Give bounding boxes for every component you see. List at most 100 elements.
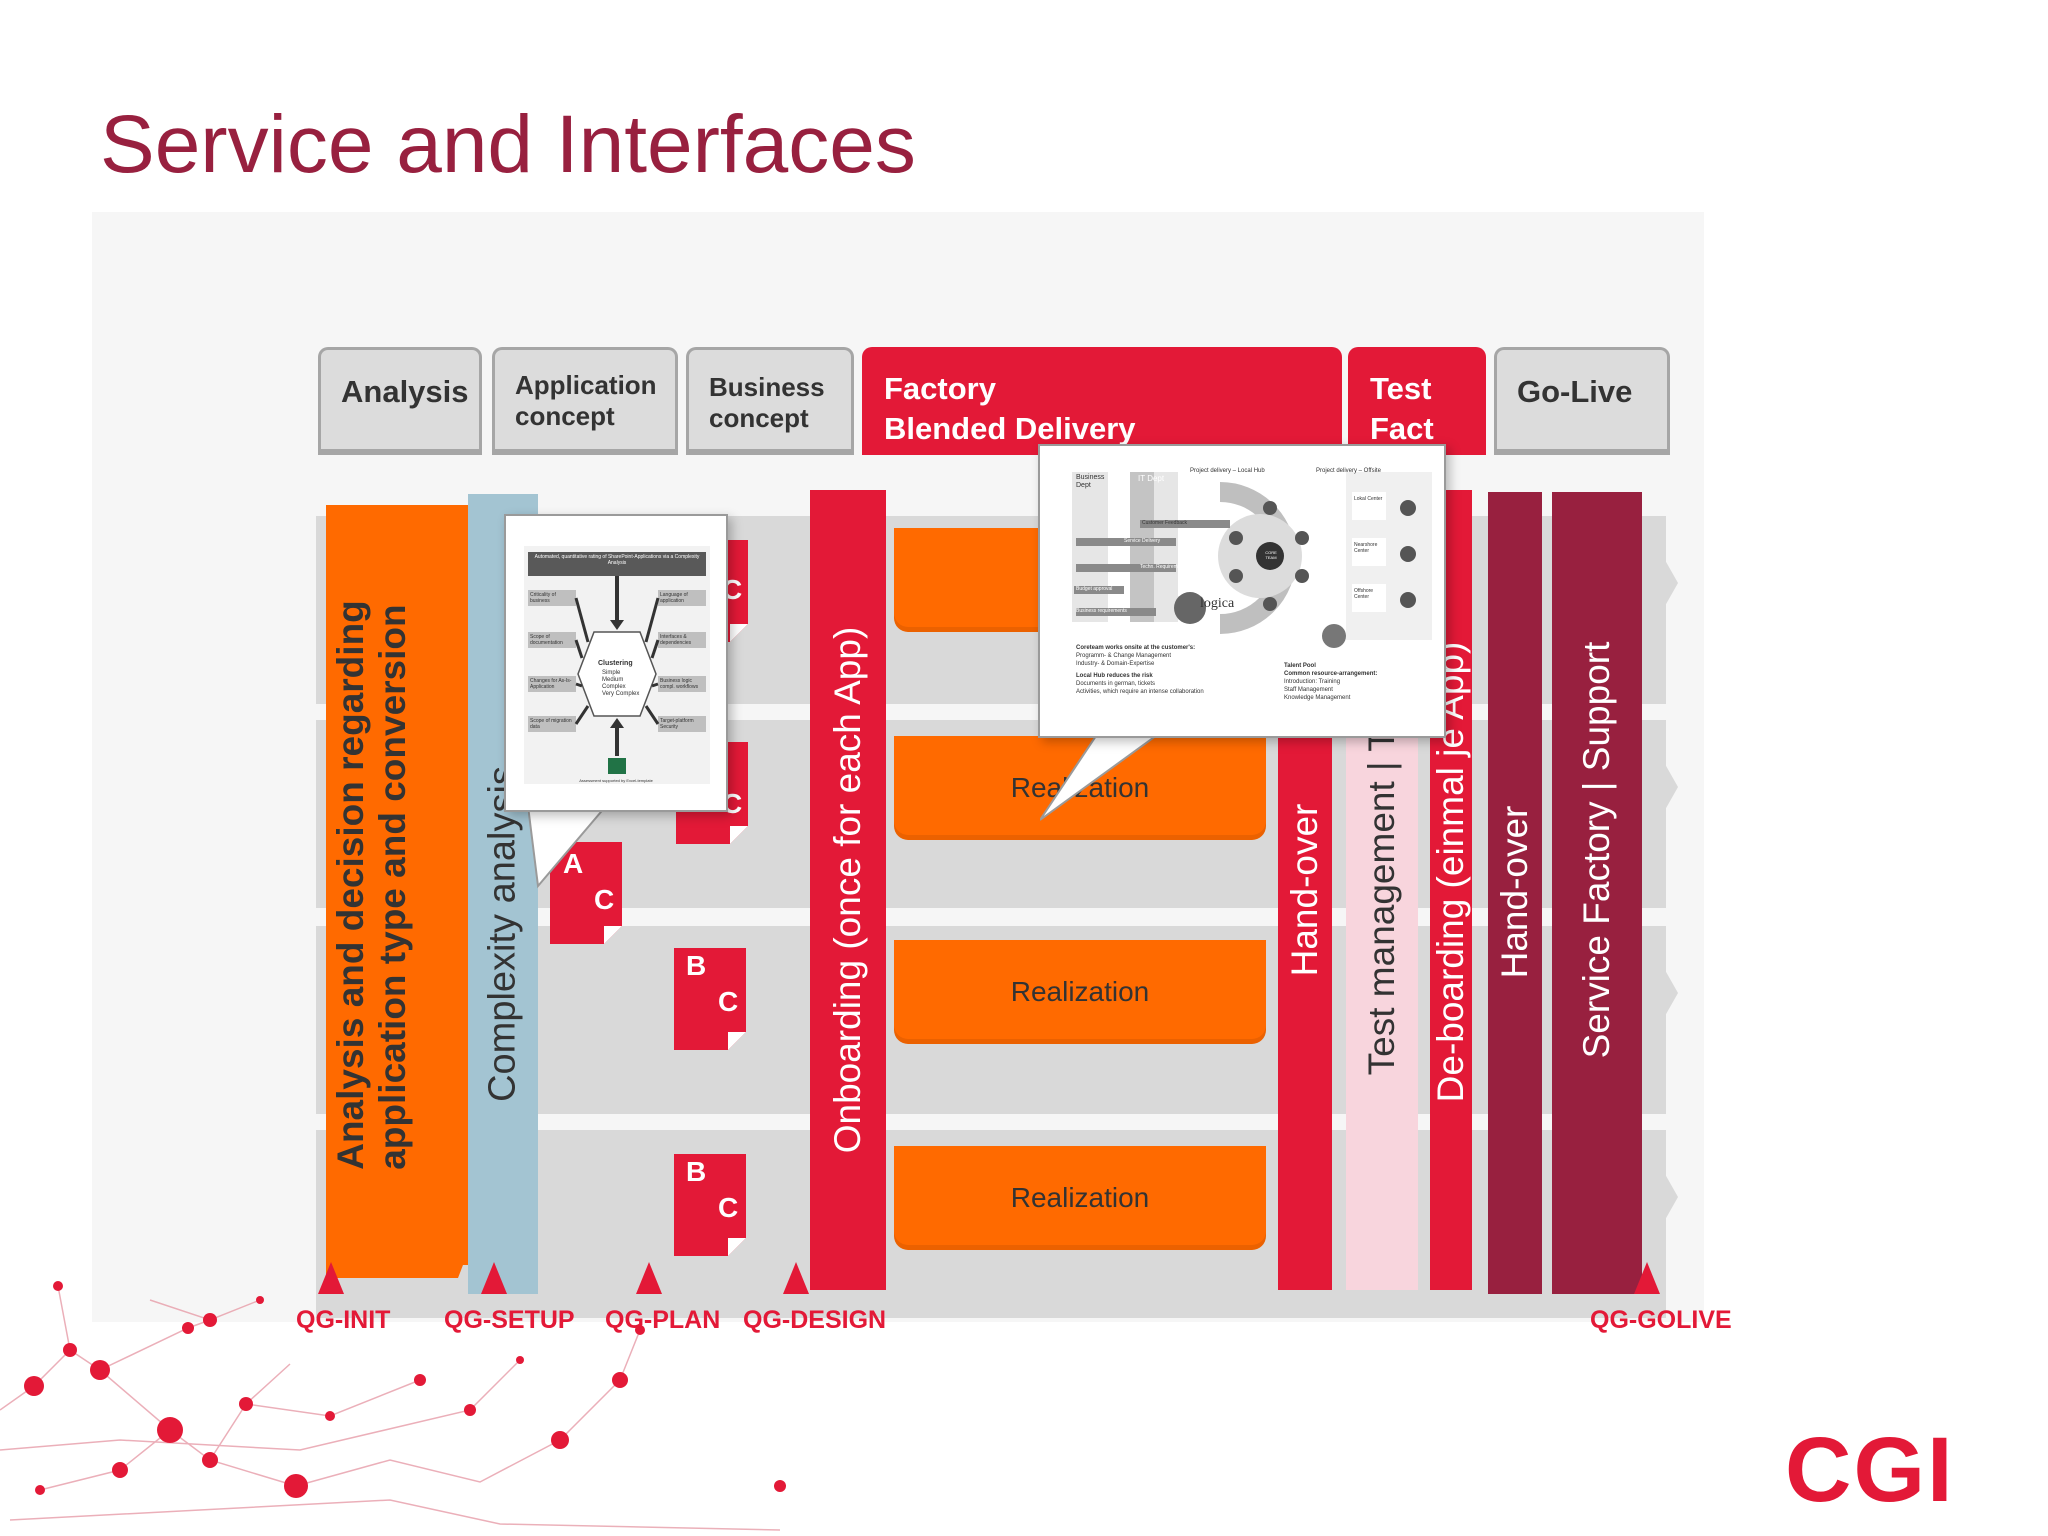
phase-test-factory-line-2: Fact — [1370, 411, 1434, 446]
delivery-local-hub-title: Project delivery – Local Hub — [1190, 468, 1265, 474]
phase-business-concept-line-2: concept — [709, 403, 809, 433]
complexity-callout-center-items: Simple Medium Complex Very Complex — [602, 670, 639, 698]
document-icon-4 — [674, 948, 746, 1050]
phase-application-concept: Application concept — [492, 347, 678, 455]
complexity-callout-center-title: Clustering — [598, 660, 633, 667]
analysis-arrow-3 — [326, 926, 486, 1072]
complexity-center-item-3: Complex — [602, 684, 626, 690]
qg-design-marker — [783, 1262, 809, 1294]
phase-go-live-label: Go-Live — [1517, 374, 1633, 409]
analysis-decision-line-1: Analysis and decision regarding — [330, 600, 371, 1170]
complexity-right-item-3: Business logic compl. workflows — [660, 678, 699, 690]
delivery-center-3: Offshore Center — [1354, 588, 1374, 600]
complexity-center-item-4: Very Complex — [602, 691, 640, 697]
delivery-notes-right-item-2: Staff Management — [1284, 687, 1333, 693]
document-icon-4-letter-bottom: C — [718, 986, 739, 1017]
qg-plan-marker — [636, 1262, 662, 1294]
row-arrow-head-4 — [1640, 1130, 1678, 1264]
document-icon-5 — [674, 1154, 746, 1256]
realization-block-4: Realization — [894, 1146, 1266, 1250]
callout-complexity: Automated, quantitative rating of ShareP… — [504, 514, 728, 812]
callout-delivery: Business Dept IT Dept Project delivery –… — [1038, 444, 1446, 738]
row-arrow-head-1 — [1640, 516, 1678, 650]
document-icon-3 — [550, 842, 622, 944]
complexity-center-item-2: Medium — [602, 677, 624, 683]
delivery-business-dept: Business Dept — [1076, 474, 1105, 489]
complexity-callout-header: Automated, quantitative rating of ShareP… — [534, 554, 700, 566]
delivery-notes-right-item-1: Introduction: Training — [1284, 679, 1341, 685]
delivery-core-team: CORE TEAM — [1265, 550, 1277, 560]
analysis-decision-line-2: application type and conversion — [372, 604, 413, 1170]
qg-init-marker — [318, 1262, 344, 1294]
row-arrow-head-2 — [1640, 720, 1678, 854]
handover-label-1: Hand-over — [1284, 803, 1325, 977]
onboarding-bar: Onboarding (once for each App) — [810, 490, 886, 1290]
document-icon-5-letter-top: B — [686, 1156, 707, 1187]
handover-bar-2: Hand-over — [1488, 492, 1542, 1294]
phase-analysis-label: Analysis — [341, 374, 469, 409]
delivery-notes-left: Coreteam works onsite at the customer's:… — [1076, 644, 1276, 696]
complexity-right-item-2: Interfaces & dependencies — [660, 634, 692, 646]
document-icon-3-letter-bottom: C — [594, 884, 615, 915]
service-factory-bar: Service Factory | Support — [1552, 492, 1642, 1294]
complexity-right-item-1: Language of application — [660, 592, 688, 604]
qg-plan-label: QG-PLAN — [605, 1306, 721, 1334]
qg-setup-marker — [481, 1262, 507, 1294]
complexity-left-item-4: Scope of migration data — [530, 718, 572, 730]
service-factory-label: Service Factory | Support — [1576, 641, 1617, 1059]
handover-label-2: Hand-over — [1494, 805, 1535, 979]
complexity-right-item-4: Target-platform Security — [660, 718, 694, 730]
qg-init-label: QG-INIT — [296, 1306, 391, 1334]
cgi-logo: CGI — [1785, 1419, 1955, 1521]
network-decoration — [0, 1281, 786, 1531]
phase-application-concept-line-2: concept — [515, 401, 615, 431]
delivery-arrow-label-5: Business requirements — [1076, 608, 1127, 614]
phase-factory-line-1: Factory — [884, 371, 996, 406]
complexity-diagram-thumbnail — [524, 546, 710, 784]
test-management-label: Test management | Te — [1361, 712, 1402, 1076]
phase-go-live: Go-Live — [1494, 347, 1670, 455]
analysis-arrow-2 — [326, 722, 486, 868]
phase-business-concept: Business concept — [686, 347, 854, 455]
qg-golive-label: QG-GOLIVE — [1590, 1306, 1732, 1334]
document-icon-5-letter-bottom: C — [718, 1192, 739, 1223]
callout-complexity-pointer — [528, 806, 608, 889]
delivery-notes-left-item-4: Activities, which require an intense col… — [1076, 689, 1204, 695]
analysis-arrow-1 — [326, 517, 486, 663]
complexity-left-item-1: Criticality of business — [530, 592, 556, 604]
delivery-center-2: Nearshore Center — [1354, 542, 1378, 554]
delivery-notes-right-title-2: Common resource-arrangement: — [1284, 671, 1378, 677]
complexity-center-item-1: Simple — [602, 670, 621, 676]
delivery-diagram-thumbnail — [1070, 468, 1436, 652]
qg-design-label: QG-DESIGN — [743, 1306, 887, 1334]
delivery-arrow-label-4: Budget approval — [1076, 586, 1113, 592]
phase-test-factory-line-1: Test — [1370, 371, 1432, 406]
callout-delivery-pointer — [1040, 730, 1166, 821]
delivery-notes-left-item-1: Programm- & Change Management — [1076, 653, 1172, 659]
delivery-center-1: Lokal Center — [1354, 496, 1383, 502]
complexity-callout-footer: Assessment supported by Excel-template — [579, 778, 653, 783]
qg-setup-label: QG-SETUP — [444, 1306, 575, 1334]
delivery-brand: logica — [1200, 596, 1235, 611]
phase-factory-line-2: Blended Delivery — [884, 411, 1136, 446]
analysis-arrow-4 — [326, 1132, 486, 1278]
delivery-notes-left-item-3: Documents in german, tickets — [1076, 681, 1156, 687]
delivery-notes-right-item-3: Knowledge Management — [1284, 695, 1351, 701]
phase-analysis: Analysis — [318, 347, 482, 455]
document-icon-3-letter-top: A — [563, 848, 584, 879]
phase-test-factory: Test Fact — [1348, 347, 1486, 455]
phase-factory-blended-delivery: Factory Blended Delivery — [862, 347, 1342, 455]
delivery-arrow-label-2: Service Delivery — [1124, 538, 1161, 544]
page-title: Service and Interfaces — [100, 99, 916, 190]
qg-golive-marker — [1634, 1262, 1660, 1294]
realization-block-3: Realization — [894, 940, 1266, 1044]
onboarding-label: Onboarding (once for each App) — [827, 626, 868, 1154]
complexity-analysis-label: Complexity analysis — [481, 766, 524, 1102]
delivery-notes-left-item-2: Industry- & Domain-Expertise — [1076, 661, 1155, 667]
delivery-arrow-label-1: Customer Feedback — [1142, 520, 1188, 526]
delivery-notes-left-title-2: Local Hub reduces the risk — [1076, 673, 1153, 679]
delivery-notes-right-title-1: Talent Pool — [1284, 663, 1316, 669]
phase-application-concept-line-1: Application — [515, 370, 657, 400]
delivery-notes-left-title-1: Coreteam works onsite at the customer's: — [1076, 645, 1196, 651]
document-icon-4-letter-top: B — [686, 950, 707, 981]
